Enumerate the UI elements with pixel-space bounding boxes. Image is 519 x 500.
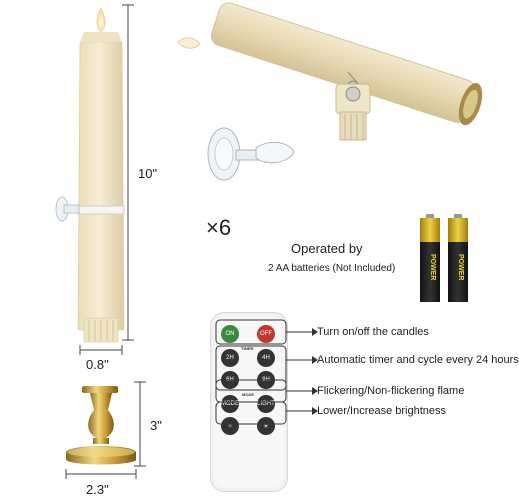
quantity-label: ×6 [206, 215, 232, 240]
remote-2h-label: 2H [226, 355, 234, 361]
aa-batteries: POWER POWER [418, 214, 480, 309]
remote-dim-button[interactable]: ☼ [221, 417, 239, 435]
remote-off-label: OFF [260, 331, 272, 337]
power-heading: Operated by [291, 241, 363, 256]
remote-light-label: LIGHT [257, 401, 275, 407]
feature-on-off: Turn on/off the candles [317, 326, 429, 338]
candle-battery-view [177, 2, 483, 181]
holder-height-label: 3" [150, 418, 162, 433]
power-detail: 2 AA batteries (Not Included) [268, 263, 396, 274]
mode-caption: MODE [242, 392, 254, 397]
remote-mode-label: MODE [221, 401, 239, 407]
height-dimension-label: 10" [138, 166, 158, 181]
battery-icon [420, 214, 468, 302]
feature-brightness: Lower/Increase brightness [317, 405, 447, 417]
candle-drawing [55, 4, 146, 479]
callout-lines [215, 319, 318, 425]
remote-off-button[interactable]: OFF [257, 325, 275, 343]
diameter-dimension-label: 0.8" [86, 357, 109, 372]
feature-flicker: Flickering/Non-flickering flame [317, 385, 465, 397]
remote-2h-button[interactable]: 2H [221, 349, 239, 367]
holder-width-label: 2.3" [86, 482, 109, 497]
remote-mode-button[interactable]: MODE [221, 395, 239, 413]
remote-on-label: ON [225, 331, 235, 337]
remote-4h-label: 4H [262, 355, 270, 361]
timer-caption: TIMER [241, 346, 254, 351]
remote-on-button[interactable]: ON [221, 325, 239, 343]
sun-large-icon: ☀ [263, 423, 269, 430]
sun-small-icon: ☼ [227, 423, 233, 429]
remote-light-button[interactable]: LIGHT [257, 395, 275, 413]
remote-4h-button[interactable]: 4H [257, 349, 275, 367]
remote-bright-button[interactable]: ☀ [257, 417, 275, 435]
feature-timer: Automatic timer and cycle every 24 hours [317, 354, 519, 366]
